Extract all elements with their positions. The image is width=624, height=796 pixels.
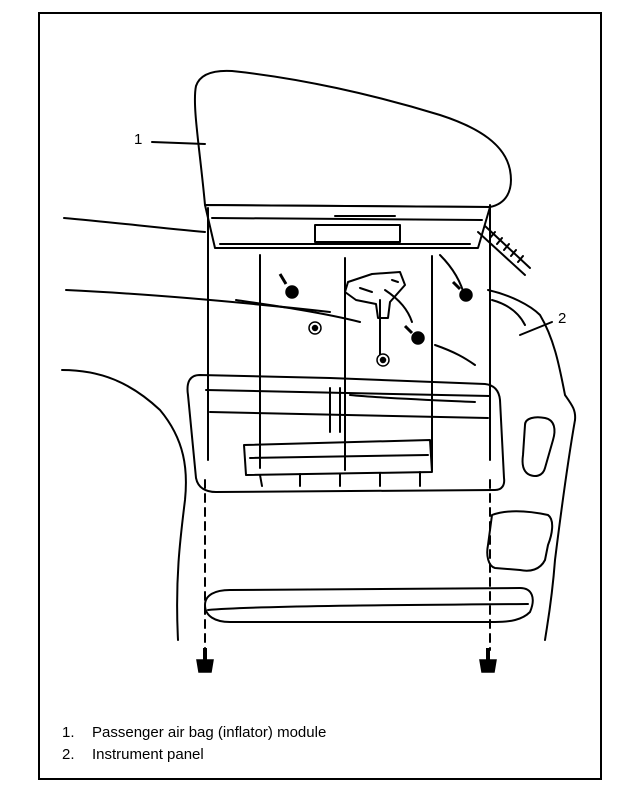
bolt-icon: [403, 324, 425, 345]
legend-item-number: 2.: [62, 746, 75, 763]
legend-item-number: 1.: [62, 724, 75, 741]
mounting-bracket: [344, 271, 406, 319]
alignment-lines: [204, 204, 491, 651]
legend-item-label: Instrument panel: [92, 746, 204, 763]
nut-icon: [376, 353, 390, 367]
wire-harness: [477, 225, 531, 276]
bolt-icon: [278, 273, 299, 299]
airbag-module: [193, 69, 512, 249]
instrument-panel-outline: [61, 217, 577, 641]
nut-icon: [308, 321, 322, 335]
legend: 1. Passenger air bag (inflator) module 2…: [62, 722, 326, 766]
panel-opening: [186, 374, 506, 493]
callout-1-number: 1: [134, 131, 143, 148]
diagram-frame: [38, 12, 602, 780]
legend-item-label: Passenger air bag (inflator) module: [92, 724, 327, 741]
callout-1-leader: [151, 141, 206, 145]
lower-bolt-icon: [196, 648, 214, 673]
bolt-icon: [451, 280, 473, 302]
callout-2-number: 2: [558, 310, 567, 327]
side-vents: [486, 416, 556, 572]
legend-item: 1. Passenger air bag (inflator) module: [62, 722, 326, 744]
lower-bolt-icon: [479, 648, 497, 673]
lower-trim: [204, 587, 534, 623]
callout-2-leader: [519, 321, 553, 336]
legend-item: 2. Instrument panel: [62, 744, 326, 766]
